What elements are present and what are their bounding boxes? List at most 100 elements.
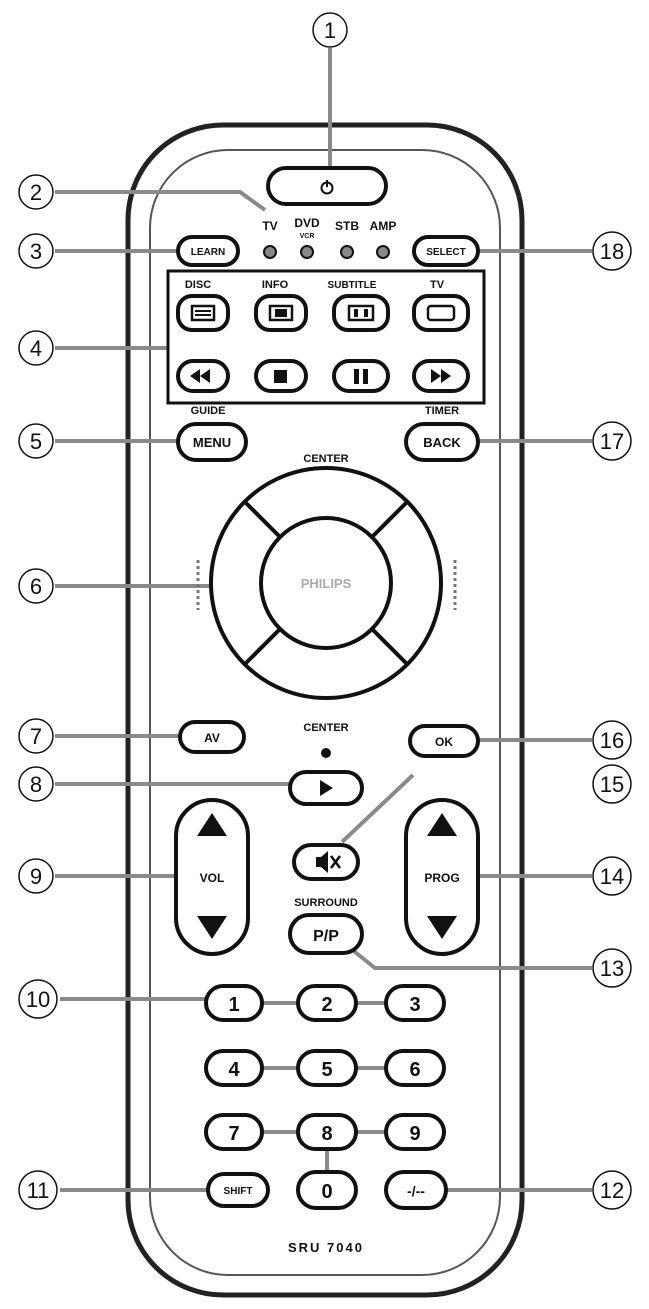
digit-7-button[interactable]: 7 (204, 1113, 264, 1151)
tv-button[interactable] (412, 294, 470, 332)
pause-button[interactable] (332, 359, 390, 393)
dash-button[interactable]: -/-- (384, 1170, 448, 1210)
svg-text:-/--: -/-- (407, 1183, 425, 1199)
callout-13: 13 (592, 948, 632, 988)
ok-button[interactable]: OK (408, 724, 480, 758)
mode-label-stb: STB (335, 219, 359, 233)
svg-text:6: 6 (30, 574, 42, 599)
svg-text:P/P: P/P (313, 928, 339, 945)
svg-text:AV: AV (204, 731, 220, 745)
mute-button[interactable] (292, 843, 360, 881)
rewind-button[interactable] (176, 359, 230, 393)
function-block (166, 269, 486, 405)
program-rocker[interactable]: PROG (404, 798, 480, 956)
digit-1-button[interactable]: 1 (204, 984, 264, 1022)
fast-forward-icon (431, 369, 451, 383)
down-arrow-icon (197, 916, 227, 939)
rewind-icon (190, 369, 210, 383)
center-ok-button[interactable]: PHILIPS (259, 516, 393, 650)
shift-button[interactable]: SHIFT (206, 1172, 270, 1208)
info-icon (268, 304, 294, 322)
pip-button[interactable]: P/P (288, 913, 364, 955)
digit-9-button[interactable]: 9 (384, 1113, 446, 1151)
power-button[interactable] (266, 166, 388, 206)
svg-text:14: 14 (600, 864, 624, 889)
svg-text:7: 7 (30, 724, 42, 749)
svg-text:MENU: MENU (193, 435, 231, 450)
label-center-mid: CENTER (303, 722, 348, 734)
svg-text:1: 1 (324, 18, 336, 43)
digit-8-button[interactable]: 8 (296, 1113, 358, 1151)
svg-text:VOL: VOL (200, 871, 225, 885)
callout-5: 5 (18, 423, 54, 459)
mute-icon (316, 851, 341, 873)
digit-4-button[interactable]: 4 (204, 1049, 264, 1087)
menu-button[interactable]: MENU (176, 422, 248, 462)
svg-text:2: 2 (321, 994, 332, 1016)
svg-text:4: 4 (228, 1059, 240, 1081)
svg-text:8: 8 (30, 772, 42, 797)
digit-0-button[interactable]: 0 (296, 1170, 358, 1210)
svg-text:3: 3 (409, 994, 420, 1016)
svg-text:4: 4 (30, 336, 42, 361)
leader-lines (55, 48, 592, 1192)
svg-text:16: 16 (600, 728, 624, 753)
svg-text:OK: OK (435, 735, 453, 749)
svg-text:SHIFT: SHIFT (224, 1186, 253, 1197)
callout-14: 14 (592, 856, 632, 896)
svg-text:5: 5 (30, 429, 42, 454)
disc-menu-button[interactable] (176, 294, 230, 332)
subtitle-icon (347, 304, 375, 322)
pause-icon (354, 369, 368, 384)
back-button[interactable]: BACK (404, 422, 480, 462)
callout-2: 2 (18, 174, 54, 210)
digit-6-button[interactable]: 6 (384, 1049, 446, 1087)
svg-text:1: 1 (228, 994, 239, 1016)
label-surround: SURROUND (294, 897, 358, 909)
disc-menu-icon (190, 304, 216, 322)
select-button[interactable]: SELECT (412, 235, 480, 267)
volume-rocker[interactable]: VOL (174, 798, 250, 956)
label-info: INFO (262, 279, 289, 291)
callout-10: 10 (18, 979, 58, 1019)
nav-side-ticks (196, 560, 457, 610)
mode-label-tv: TV (262, 219, 277, 233)
digit-5-button[interactable]: 5 (296, 1049, 358, 1087)
up-arrow-icon (197, 813, 227, 836)
svg-text:8: 8 (321, 1123, 332, 1145)
mode-label-amp: AMP (370, 219, 397, 233)
svg-text:17: 17 (600, 429, 624, 454)
fast-forward-button[interactable] (412, 359, 470, 393)
svg-text:11: 11 (27, 1178, 50, 1203)
svg-text:SELECT: SELECT (426, 247, 465, 258)
tv-screen-icon (426, 304, 456, 322)
label-disc: DISC (185, 279, 211, 291)
stop-button[interactable] (254, 359, 308, 393)
callout-7: 7 (18, 718, 54, 754)
callout-3: 3 (18, 233, 54, 269)
learn-button[interactable]: LEARN (176, 235, 240, 267)
av-button[interactable]: AV (178, 720, 246, 754)
play-button[interactable] (288, 770, 364, 806)
callout-16: 16 (592, 720, 632, 760)
svg-text:6: 6 (409, 1059, 420, 1081)
svg-text:LEARN: LEARN (191, 247, 225, 258)
subtitle-button[interactable] (332, 294, 390, 332)
svg-text:13: 13 (600, 956, 624, 981)
svg-text:9: 9 (409, 1123, 420, 1145)
digit-3-button[interactable]: 3 (384, 984, 446, 1022)
callout-4: 4 (18, 330, 54, 366)
callout-12: 12 (592, 1170, 632, 1210)
info-button[interactable] (254, 294, 308, 332)
model-label: SRU 7040 (288, 1240, 364, 1255)
svg-text:BACK: BACK (423, 435, 461, 450)
mode-leds (263, 245, 390, 259)
callout-8: 8 (18, 766, 54, 802)
digit-leaders (262, 1001, 386, 1172)
label-timer: TIMER (425, 405, 459, 417)
stop-icon (274, 370, 287, 383)
power-icon (320, 180, 334, 195)
svg-text:15: 15 (600, 772, 624, 797)
digit-2-button[interactable]: 2 (296, 984, 358, 1022)
